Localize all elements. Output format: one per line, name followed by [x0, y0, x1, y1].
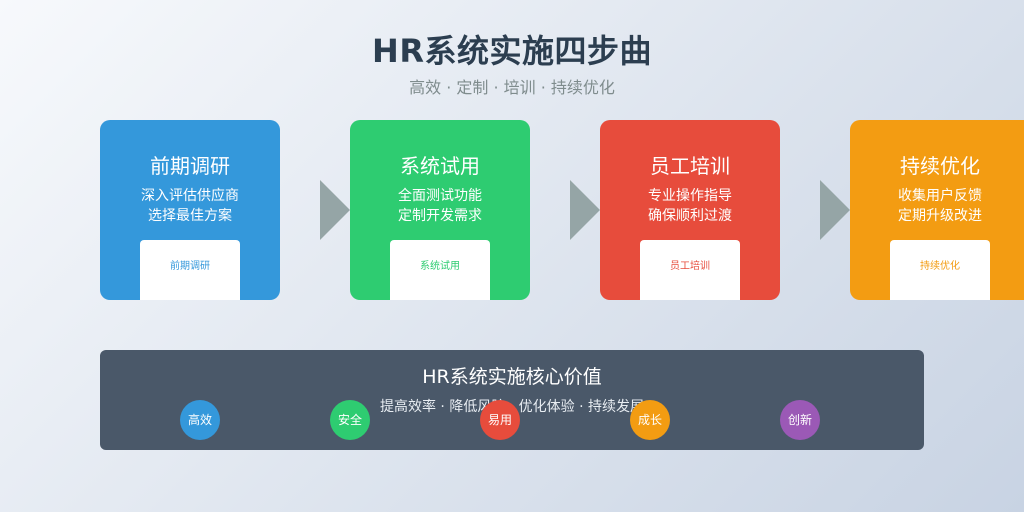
step-desc-line: 深入评估供应商: [141, 188, 239, 204]
step-title: 持续优化: [900, 154, 980, 178]
step-title: 员工培训: [650, 154, 730, 178]
value-badge-efficient: 高效: [180, 400, 220, 440]
step-desc-line: 定制开发需求: [398, 208, 482, 224]
value-badge-growth: 成长: [630, 400, 670, 440]
page-subtitle: 高效 · 定制 · 培训 · 持续优化: [409, 78, 615, 97]
arrow-right-icon: [570, 180, 600, 240]
step-image-box: 前期调研: [140, 240, 240, 300]
value-badge-secure: 安全: [330, 400, 370, 440]
page-title: HR系统实施四步曲: [372, 32, 652, 70]
step-card-optimize: 持续优化 收集用户反馈 定期升级改进 持续优化: [850, 120, 1024, 300]
value-badge-usable: 易用: [480, 400, 520, 440]
step-image-box: 持续优化: [890, 240, 990, 300]
value-badge-innovation: 创新: [780, 400, 820, 440]
step-image-box: 员工培训: [640, 240, 740, 300]
step-desc-line: 全面测试功能: [398, 188, 482, 204]
step-description: 全面测试功能 定制开发需求: [350, 186, 530, 226]
step-desc-line: 定期升级改进: [898, 208, 982, 224]
step-title: 前期调研: [150, 154, 230, 178]
step-desc-line: 确保顺利过渡: [648, 208, 732, 224]
step-card-research: 前期调研 深入评估供应商 选择最佳方案 前期调研: [100, 120, 280, 300]
step-card-training: 员工培训 专业操作指导 确保顺利过渡 员工培训: [600, 120, 780, 300]
step-title: 系统试用: [400, 154, 480, 178]
arrow-right-icon: [320, 180, 350, 240]
step-description: 深入评估供应商 选择最佳方案: [100, 186, 280, 226]
step-desc-line: 选择最佳方案: [148, 208, 232, 224]
step-image-box: 系统试用: [390, 240, 490, 300]
arrow-right-icon: [820, 180, 850, 240]
step-description: 收集用户反馈 定期升级改进: [850, 186, 1024, 226]
step-desc-line: 专业操作指导: [648, 188, 732, 204]
step-desc-line: 收集用户反馈: [898, 188, 982, 204]
step-description: 专业操作指导 确保顺利过渡: [600, 186, 780, 226]
step-card-trial: 系统试用 全面测试功能 定制开发需求 系统试用: [350, 120, 530, 300]
core-value-title: HR系统实施核心价值: [422, 366, 602, 388]
